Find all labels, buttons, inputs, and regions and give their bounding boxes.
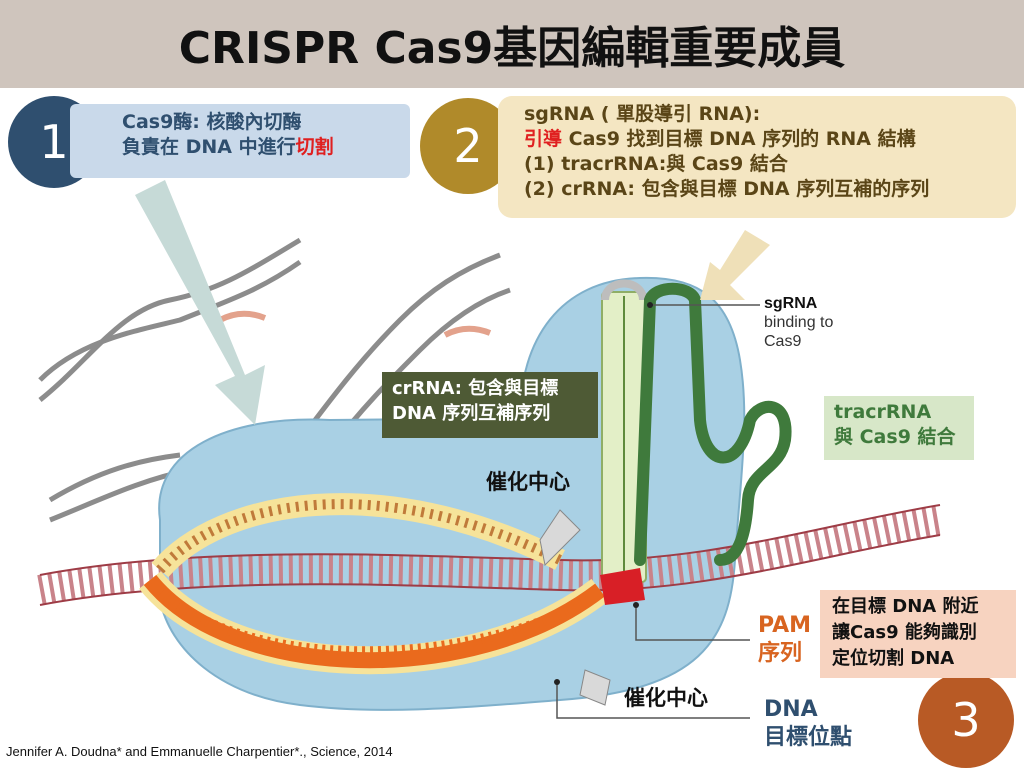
citation-credit: Jennifer A. Doudna* and Emmanuelle Charp…: [6, 744, 393, 759]
callout-sgrna-line4: (2) crRNA: 包含與目標 DNA 序列互補的序列: [524, 178, 930, 200]
catalytic-center-bottom-label: 催化中心: [624, 686, 708, 710]
callout-cas9-line2: 負責在 DNA 中進行切割: [122, 136, 334, 158]
page-title: CRISPR Cas9基因編輯重要成員: [178, 23, 846, 74]
callout-sgrna-line2: 引導 Cas9 找到目標 DNA 序列的 RNA 結構: [524, 128, 916, 150]
crrna-box-line2: DNA 序列互補序列: [392, 403, 551, 424]
badge-3: 3: [918, 672, 1014, 768]
arrow-cas9: [135, 180, 265, 425]
pam-label-line2: 序列: [758, 641, 803, 666]
pam-box-line1: 在目標 DNA 附近: [832, 596, 979, 617]
leader-lines: [556, 304, 760, 719]
catalytic-pointer-top: [539, 509, 581, 567]
pam-label-line1: PAM: [758, 613, 812, 638]
dna-target-line1: DNA: [764, 697, 818, 722]
non-target-strand-rungs: [156, 499, 563, 574]
sgrna-stem: [601, 279, 647, 583]
header-bar: [0, 0, 1024, 88]
tracrrna-box-line1: tracrRNA: [834, 401, 932, 423]
callout-sgrna-line1: sgRNA ( 單股導引 RNA):: [524, 103, 761, 125]
tracrrna-box: tracrRNA 與 Cas9 結合: [824, 396, 974, 460]
background-dna-helix-mid: [298, 252, 511, 452]
pam-label: PAM 序列: [758, 612, 811, 668]
sgrna-binding-label: sgRNA binding to Cas9: [764, 294, 833, 351]
dna-target-label: DNA 目標位點: [764, 696, 852, 752]
sgrna-label-line3: Cas9: [764, 333, 802, 350]
pam-box-line2: 讓Cas9 能夠識別: [832, 622, 977, 643]
tracrrna-box-line2: 與 Cas9 結合: [834, 426, 956, 448]
catalytic-pointer-bottom: [579, 669, 611, 706]
pam-sequence-mark: [600, 568, 645, 605]
dna-target-line2: 目標位點: [764, 725, 853, 750]
callout-sgrna-line3: (1) tracrRNA:與 Cas9 結合: [524, 153, 788, 175]
tracrrna-strand: [634, 282, 792, 566]
callout-cas9-line1: Cas9酶: 核酸內切酶: [122, 111, 302, 133]
highlighted-dna-segment: [443, 325, 492, 338]
target-strand-rungs: [156, 586, 593, 657]
sgrna-label-line2: binding to: [764, 314, 834, 331]
pam-box-line3: 定位切割 DNA: [832, 648, 955, 669]
catalytic-center-top-label: 催化中心: [486, 470, 570, 494]
highlighted-dna-segment: [218, 310, 267, 323]
sgrna-label-bold: sgRNA: [764, 295, 818, 312]
arrow-sgrna: [700, 230, 770, 300]
crrna-box: crRNA: 包含與目標 DNA 序列互補序列: [382, 372, 598, 438]
callout-cas9: Cas9酶: 核酸內切酶 負責在 DNA 中進行切割: [70, 104, 410, 178]
crrna-box-line1: crRNA: 包含與目標: [392, 378, 559, 399]
pam-description-box: 在目標 DNA 附近 讓Cas9 能夠識別 定位切割 DNA: [820, 590, 1016, 678]
callout-sgrna: sgRNA ( 單股導引 RNA): 引導 Cas9 找到目標 DNA 序列的 …: [498, 96, 1016, 218]
